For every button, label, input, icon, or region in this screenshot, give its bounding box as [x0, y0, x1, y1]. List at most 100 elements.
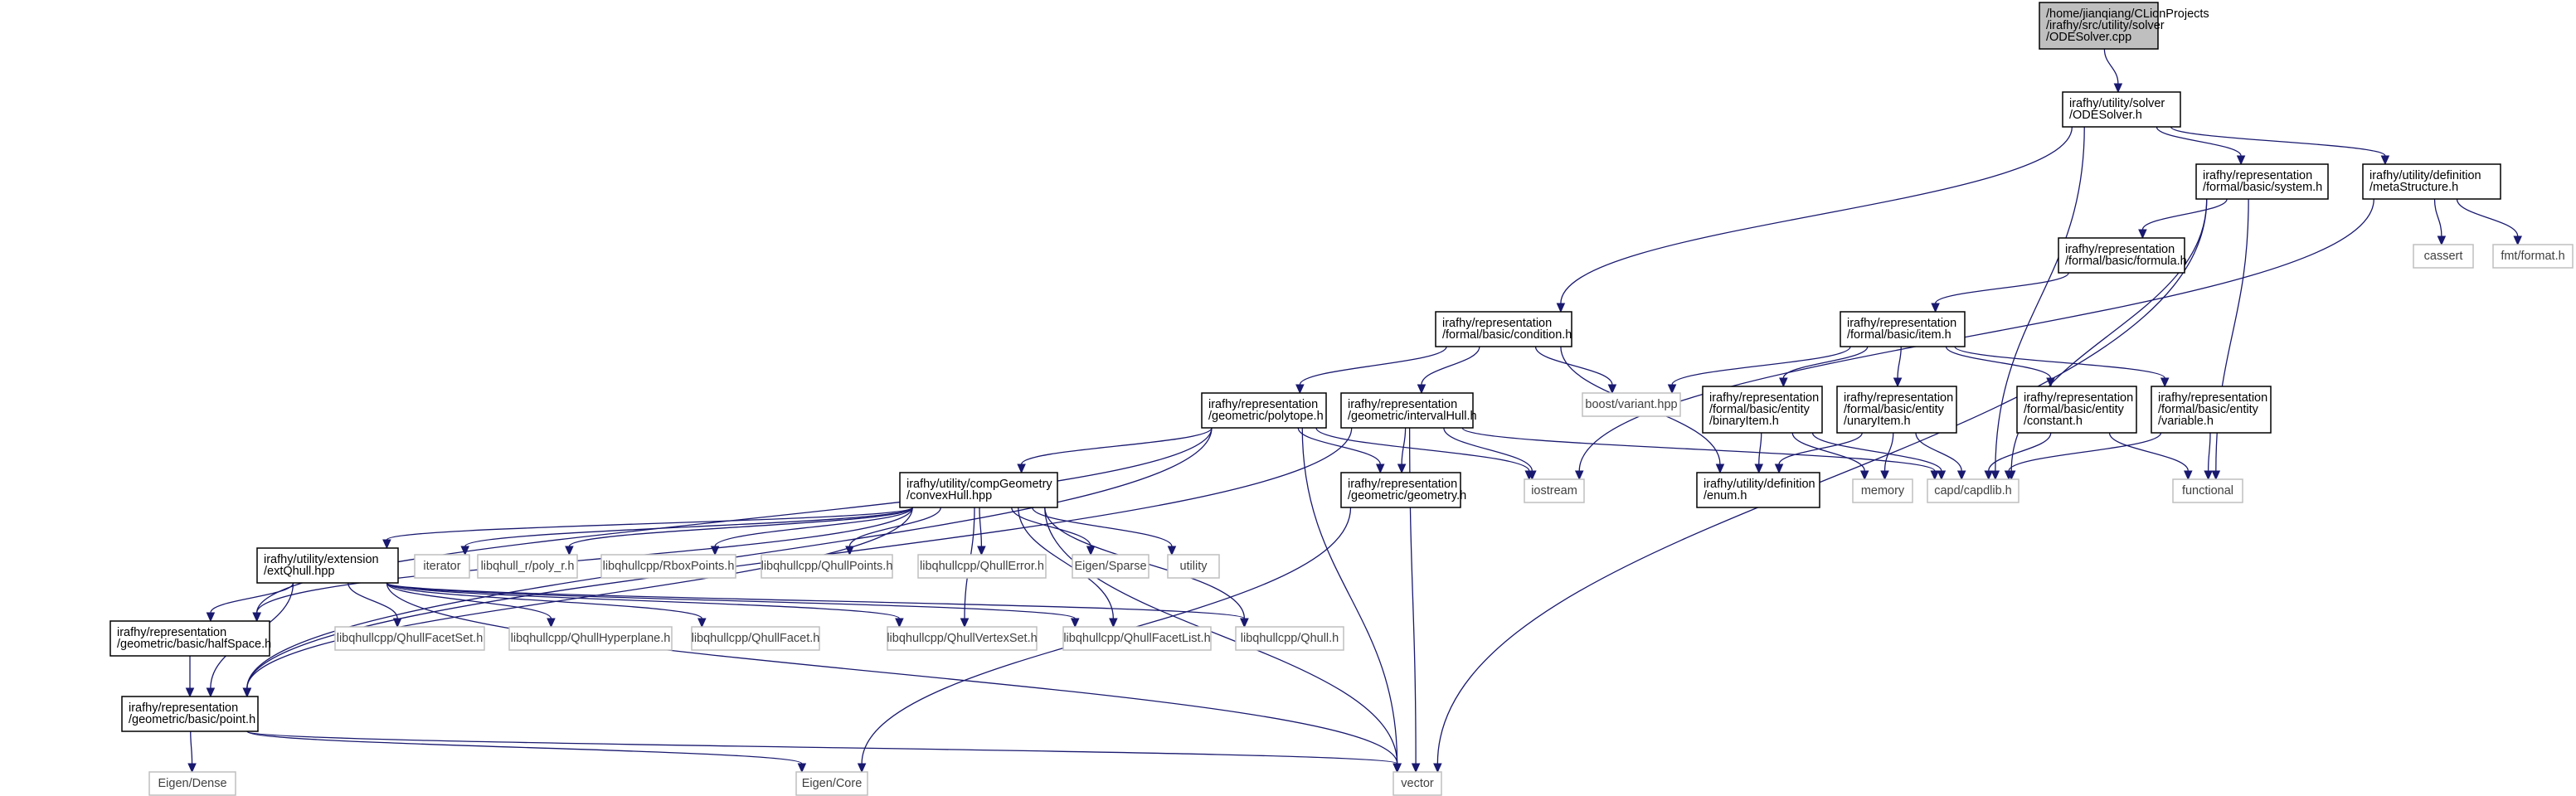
node-box [1340, 472, 1461, 508]
edge-line [1934, 272, 2069, 304]
edge-variable-to-functional [2204, 432, 2213, 481]
node-utility: utility [1167, 554, 1220, 579]
edge-intervalhull-to-capdlib [1461, 427, 1940, 481]
node-binaryitem[interactable]: irafhy/representation/formal/basic/entit… [1702, 386, 1823, 434]
edge-system-to-vector [1433, 198, 2208, 774]
node-label-line: /unaryItem.h [1844, 415, 1911, 428]
edge-line [2170, 126, 2386, 157]
node-box [1201, 392, 1327, 429]
node-convexhull[interactable]: irafhy/utility/compGeometry/convexHull.h… [899, 472, 1058, 508]
edge-line [1020, 427, 1213, 465]
node-eigencore: Eigen/Core [795, 771, 868, 796]
node-box [1702, 386, 1823, 434]
node-label-line: libqhullcpp/QhullHyperplane.h [511, 632, 671, 645]
edge-line [1782, 346, 1869, 379]
node-layer: /home/jianqiang/CLionProjects/irafhy/src… [109, 2, 2574, 796]
edge-line [386, 507, 913, 541]
edge-arrowhead [1528, 470, 1537, 481]
edge-polytope-to-iostream [1315, 427, 1534, 481]
edge-line [714, 507, 913, 547]
node-unaryitem[interactable]: irafhy/representation/formal/basic/entit… [1836, 386, 1957, 434]
node-enum[interactable]: irafhy/utility/definition/enum.h [1696, 472, 1820, 508]
edge-arrowhead [977, 546, 986, 556]
edge-arrowhead [1893, 377, 1903, 388]
edge-convexhull-to-utility [1032, 507, 1177, 556]
node-variable[interactable]: irafhy/representation/formal/basic/entit… [2151, 386, 2272, 434]
node-box [121, 696, 259, 732]
node-box [1836, 386, 1957, 434]
node-geometry[interactable]: irafhy/representation/geometric/geometry… [1340, 472, 1466, 508]
edge-line [1421, 346, 1480, 386]
edge-arrowhead [2513, 235, 2522, 246]
node-qhullerror: libqhullcpp/QhullError.h [917, 554, 1047, 579]
edge-intervalhull-to-geometry [1397, 427, 1407, 474]
edge-line [1778, 432, 1863, 465]
edge-arrowhead [2046, 377, 2055, 388]
node-item[interactable]: irafhy/representation/formal/basic/item.… [1840, 311, 1966, 347]
node-label-line: /enum.h [1704, 489, 1747, 502]
node-label-line: irafhy/representation [2203, 169, 2312, 182]
edge-arrowhead [382, 539, 391, 550]
node-label-line: irafhy/representation [1709, 391, 1819, 405]
node-halfspace[interactable]: irafhy/representation/geometric/basic/ha… [109, 620, 271, 657]
edge-point-to-eigendense [187, 730, 197, 774]
edge-line [1954, 346, 2165, 379]
node-condition[interactable]: irafhy/representation/formal/basic/condi… [1435, 311, 1572, 347]
node-metastructure[interactable]: irafhy/utility/definition/metaStructure.… [2362, 163, 2501, 200]
edge-convexhull-to-halfspace [252, 507, 913, 623]
node-root[interactable]: /home/jianqiang/CLionProjects/irafhy/src… [2039, 2, 2209, 50]
edge-odesolver-to-metastructure [2170, 126, 2390, 166]
edge-arrowhead [1417, 384, 1427, 395]
edge-arrowhead [1167, 546, 1177, 556]
node-box [1696, 472, 1820, 508]
edge-arrowhead [1667, 384, 1677, 395]
node-label-line: /ODESolver.cpp [2046, 31, 2131, 44]
node-box [508, 626, 673, 651]
node-label-line: Eigen/Dense [158, 777, 226, 790]
edge-line [2103, 48, 2119, 85]
edge-line [246, 730, 803, 764]
edge-constant-to-functional [2108, 432, 2193, 481]
edge-arrowhead [1607, 384, 1617, 395]
edge-arrowhead [2204, 470, 2213, 481]
node-label-line: /formal/basic/formula.h [2065, 255, 2187, 268]
node-constant[interactable]: irafhy/representation/formal/basic/entit… [2016, 386, 2137, 434]
node-label-line: libqhullcpp/QhullFacetSet.h [337, 632, 484, 645]
edge-extqhull-to-qhullfacet [386, 582, 707, 629]
node-polytope[interactable]: irafhy/representation/geometric/polytope… [1201, 392, 1327, 429]
node-odesolver[interactable]: irafhy/utility/solver/ODESolver.h [2062, 91, 2181, 128]
node-point[interactable]: irafhy/representation/geometric/basic/po… [121, 696, 259, 732]
edge-arrowhead [1956, 470, 1966, 481]
node-formula[interactable]: irafhy/representation/formal/basic/formu… [2058, 237, 2187, 274]
edge-arrowhead [242, 687, 252, 698]
node-label-line: irafhy/representation [2158, 391, 2267, 405]
edge-line [1988, 432, 2052, 472]
edge-arrowhead [1754, 464, 1764, 474]
edge-arrowhead [1556, 303, 1566, 313]
edge-extqhull-to-halfspace [206, 582, 294, 623]
node-label-line: irafhy/utility/definition [2369, 169, 2481, 182]
node-system[interactable]: irafhy/representation/formal/basic/syste… [2195, 163, 2329, 200]
edge-arrowhead [2004, 470, 2014, 481]
edge-arrowhead [1109, 618, 1118, 629]
node-iostream: iostream [1524, 478, 1585, 503]
edge-arrowhead [2184, 470, 2193, 481]
edge-arrowhead [187, 763, 197, 774]
node-qhullhyperplane: libqhullcpp/QhullHyperplane.h [508, 626, 673, 651]
edge-line [1443, 427, 1533, 472]
edge-intervalhull-to-iostream [1443, 427, 1537, 481]
node-intervalhull[interactable]: irafhy/representation/geometric/interval… [1340, 392, 1477, 429]
edge-line [1758, 432, 1762, 465]
edge-convexhull-to-eigensparse [1011, 507, 1096, 556]
edge-convexhull-to-qhullfacetlist [1018, 507, 1118, 629]
edge-arrowhead [895, 618, 904, 629]
edge-arrowhead [2437, 235, 2447, 246]
edge-line [1436, 198, 2208, 764]
edge-arrowhead [185, 687, 195, 698]
edge-extqhull-to-qhullvertexset [386, 582, 904, 629]
node-box [109, 620, 270, 657]
edge-arrowhead [1990, 470, 2000, 481]
node-extqhull[interactable]: irafhy/utility/extension/extQhull.hpp [256, 547, 399, 584]
edge-arrowhead [206, 687, 216, 698]
edge-item-to-binaryitem [1779, 346, 1869, 388]
